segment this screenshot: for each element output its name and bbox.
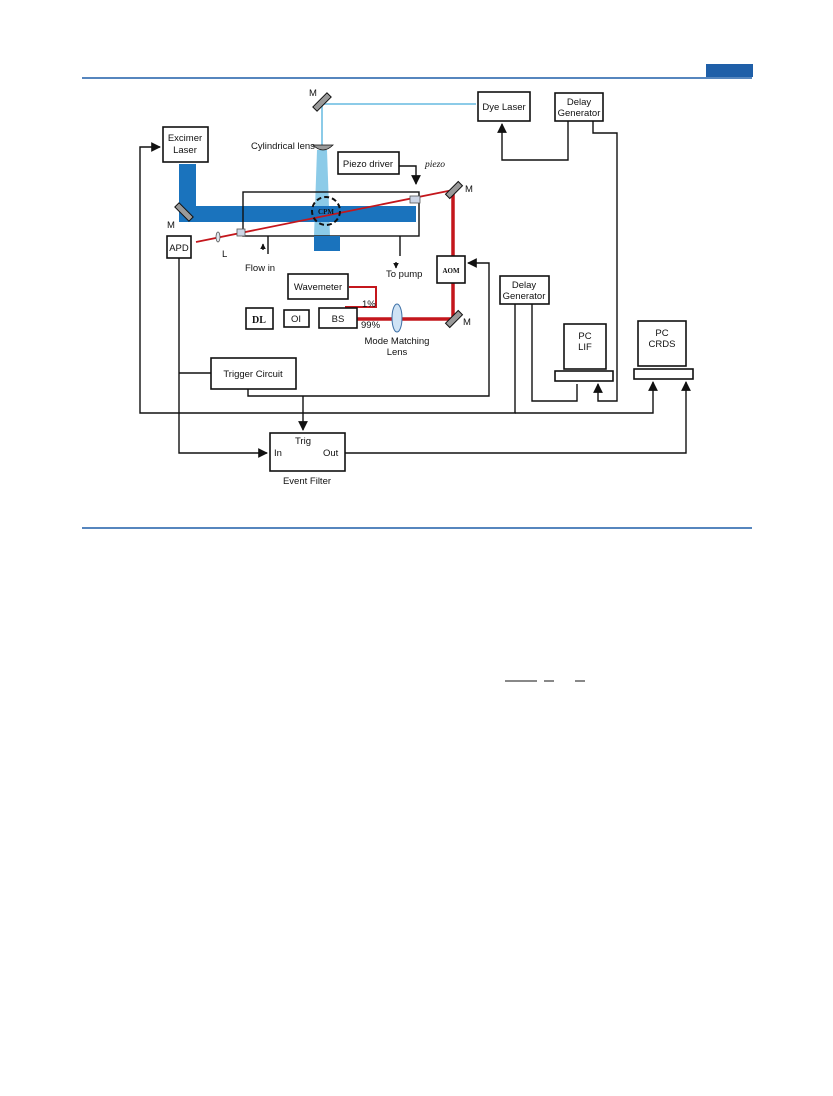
delay-generator-mid-box: Delay Generator <box>499 275 550 305</box>
mirror-excimer <box>174 202 194 222</box>
svg-text:BS: BS <box>332 314 345 325</box>
oi-box: OI <box>283 309 310 328</box>
svg-text:Generator: Generator <box>558 108 601 119</box>
mirror-bottom-right <box>444 309 464 329</box>
aom-box: AOM <box>436 255 466 284</box>
svg-text:AOM: AOM <box>442 267 460 275</box>
mirror-top-right <box>444 180 464 200</box>
dye-laser-box: Dye Laser <box>477 91 531 122</box>
svg-text:Trigger Circuit: Trigger Circuit <box>223 369 283 380</box>
svg-text:PC: PC <box>655 328 668 339</box>
bs-box: BS <box>318 307 358 329</box>
svg-text:OI: OI <box>291 314 301 325</box>
dl-box: DL <box>245 307 274 330</box>
excimer-laser-box: Excimer Laser <box>162 126 209 163</box>
mirror-dye <box>312 92 332 112</box>
event-filter-box: Trig In Out <box>269 432 346 472</box>
label-event-filter: Event Filter <box>283 476 331 487</box>
label-1-percent: 1% <box>362 299 376 310</box>
pc-crds-box: PC CRDS <box>633 320 694 380</box>
label-flow-in: Flow in <box>245 263 275 274</box>
label-to-pump: To pump <box>386 269 422 280</box>
lens-l <box>215 231 221 243</box>
svg-text:Trig: Trig <box>295 436 311 447</box>
svg-text:Delay: Delay <box>567 97 592 108</box>
cell-label: CPM <box>318 208 334 216</box>
mode-matching-lens <box>391 303 403 333</box>
header-tab <box>706 64 753 77</box>
svg-text:In: In <box>274 448 282 459</box>
label-mirror-dye: M <box>309 88 317 99</box>
wavemeter-box: Wavemeter <box>287 273 349 300</box>
label-lens-l: L <box>222 249 227 260</box>
cylindrical-lens <box>312 144 334 151</box>
pc-lif-box: PC LIF <box>554 323 614 382</box>
label-mode-matching-2: Lens <box>387 347 408 358</box>
svg-text:CRDS: CRDS <box>649 339 676 350</box>
label-mirror-excimer: M <box>167 220 175 231</box>
svg-text:PC: PC <box>578 331 591 342</box>
svg-text:Delay: Delay <box>512 280 537 291</box>
apd-box: APD <box>166 235 192 259</box>
svg-text:Laser: Laser <box>173 145 197 156</box>
flow-cell: CPM <box>242 191 420 256</box>
trigger-circuit-box: Trigger Circuit <box>210 357 297 390</box>
cell-window-left <box>236 228 246 237</box>
label-mirror-bottom-right: M <box>463 317 471 328</box>
label-99-percent: 99% <box>361 320 381 331</box>
svg-text:Excimer: Excimer <box>168 133 202 144</box>
cell-window-right <box>409 195 421 204</box>
svg-text:APD: APD <box>169 243 189 254</box>
svg-text:Generator: Generator <box>503 291 546 302</box>
svg-text:Piezo driver: Piezo driver <box>343 159 393 170</box>
wiring <box>139 121 691 458</box>
svg-text:Out: Out <box>323 448 339 459</box>
label-mode-matching-1: Mode Matching <box>365 336 430 347</box>
label-cylindrical-lens: Cylindrical lens <box>251 141 315 152</box>
svg-text:LIF: LIF <box>578 342 592 353</box>
label-mirror-top-right: M <box>465 184 473 195</box>
label-piezo: piezo <box>424 160 445 170</box>
svg-text:Dye Laser: Dye Laser <box>482 102 525 113</box>
delay-generator-top-box: Delay Generator <box>554 92 604 122</box>
svg-text:DL: DL <box>252 315 266 326</box>
piezo-driver-box: Piezo driver <box>337 151 400 175</box>
svg-text:Wavemeter: Wavemeter <box>294 282 342 293</box>
